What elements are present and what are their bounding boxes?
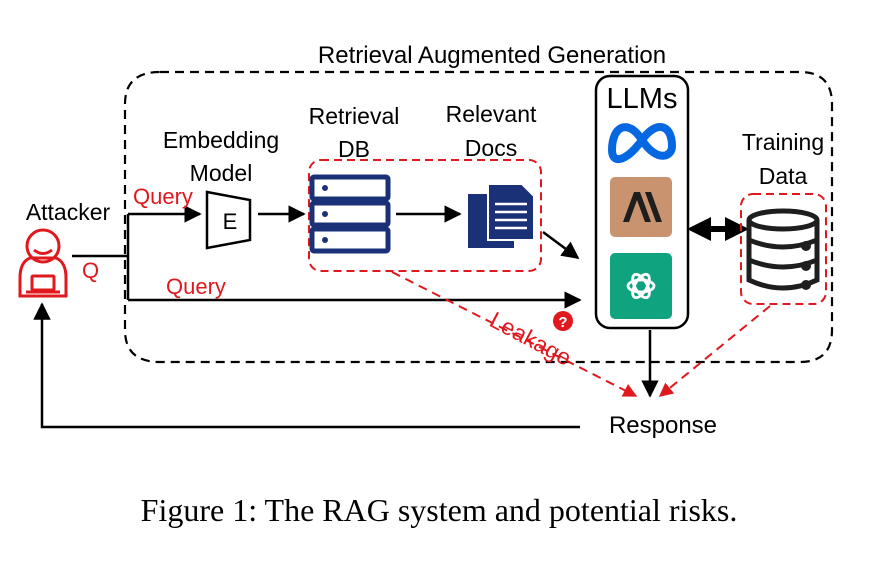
documents-icon [468, 183, 535, 248]
leakage-badge-text: ? [558, 314, 567, 331]
attacker-label: Attacker [26, 199, 111, 225]
training-label-2: Data [759, 163, 808, 189]
embedding-model-box [205, 190, 252, 250]
response-label: Response [609, 412, 717, 439]
query-bottom-label: Query [166, 274, 226, 299]
response-to-attacker-arrow [33, 302, 580, 429]
retrieval-label-2: DB [338, 136, 370, 162]
hacker-icon [18, 228, 68, 298]
anthropic-logo-icon [610, 177, 672, 237]
figure-caption: Figure 1: The RAG system and potential r… [140, 492, 738, 528]
leakage-line-training [658, 305, 771, 397]
meta-logo-icon [608, 123, 676, 164]
figure-background [0, 0, 878, 460]
q-label: Q [82, 258, 99, 283]
rag-title: Retrieval Augmented Generation [318, 42, 666, 69]
database-icon [309, 174, 391, 254]
openai-logo-icon [610, 253, 672, 319]
training-database-icon [746, 208, 820, 291]
retrieval-risk-box [308, 159, 542, 272]
docs-to-llm-arrow [542, 230, 580, 260]
embedding-label-2: Model [190, 160, 253, 186]
query-top-label: Query [133, 184, 193, 209]
leakage-line-retrieval [391, 271, 638, 397]
training-risk-box [740, 193, 827, 305]
training-label-1: Training [742, 129, 824, 155]
docs-label-2: Docs [465, 135, 517, 161]
docs-label-1: Relevant [446, 101, 537, 127]
rag-risk-diagram: Retrieval Augmented Generation Attacker … [0, 0, 878, 460]
embedding-box-text: E [223, 209, 238, 234]
embedding-label-1: Embedding [163, 127, 279, 153]
llms-label: LLMs [607, 83, 678, 115]
retrieval-label-1: Retrieval [309, 103, 400, 129]
leakage-warning-badge [553, 311, 573, 331]
